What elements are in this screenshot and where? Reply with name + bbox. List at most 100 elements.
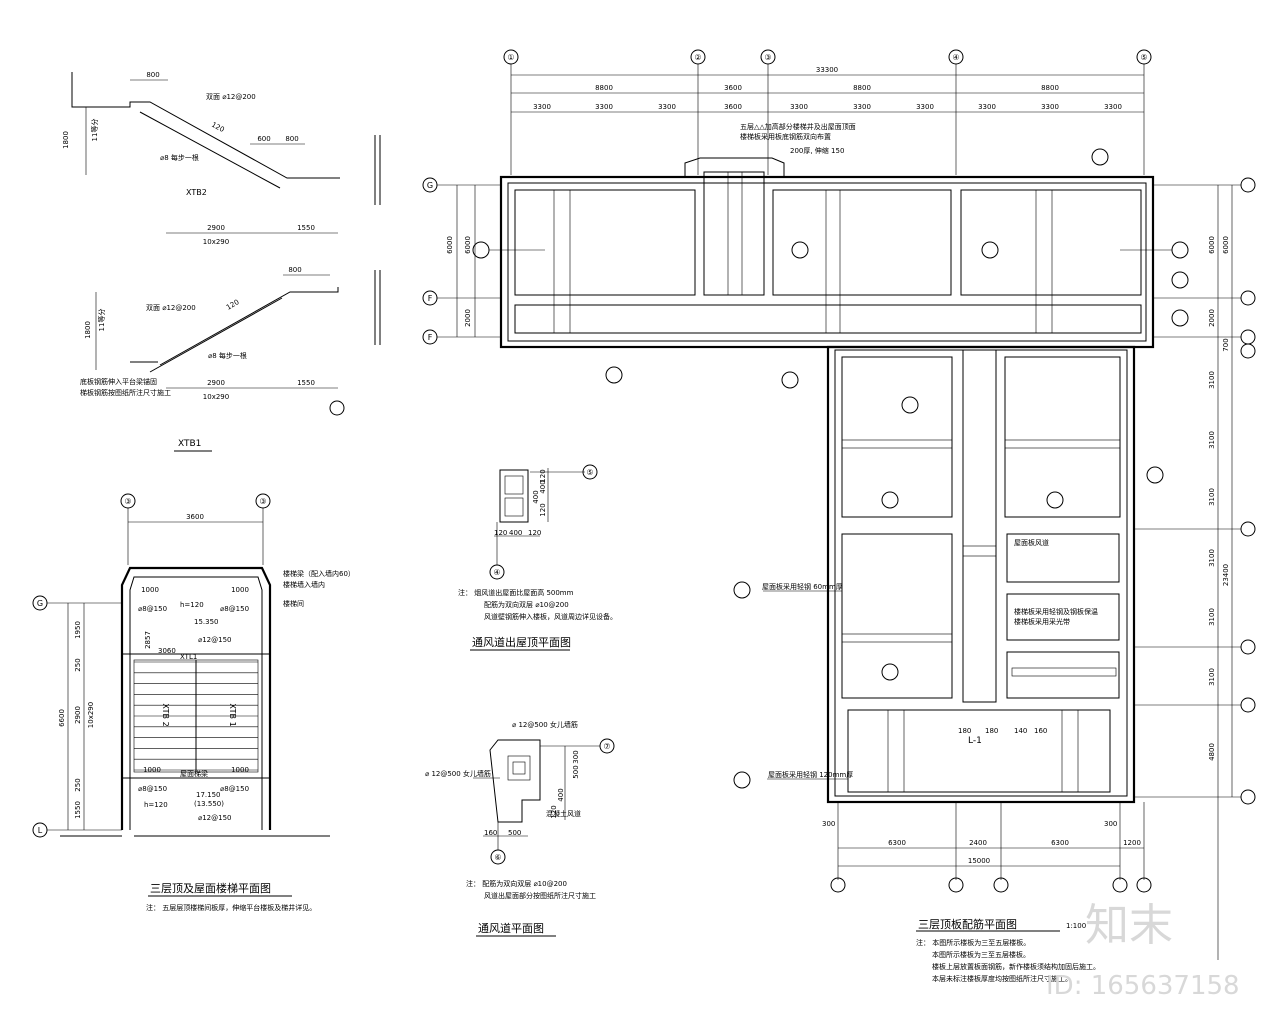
svg-text:楼梯梁（配入墙内60）: 楼梯梁（配入墙内60）	[283, 569, 355, 578]
svg-text:140: 140	[1014, 727, 1027, 735]
svg-text:XTL1: XTL1	[180, 653, 197, 661]
svg-text:3100: 3100	[1208, 431, 1216, 449]
upper-wing-outline	[499, 175, 1155, 349]
svg-text:11等分: 11等分	[90, 119, 99, 142]
svg-text:1000: 1000	[143, 766, 161, 774]
svg-text:800: 800	[146, 71, 159, 79]
svg-text:注： 五层层顶楼梯间板厚，伸缩平台楼板及梯井详见。: 注： 五层层顶楼梯间板厚，伸缩平台楼板及梯井详见。	[146, 903, 316, 912]
dim-sub: 3300	[1104, 103, 1122, 111]
svg-text:15000: 15000	[968, 857, 990, 865]
svg-text:120: 120	[225, 298, 241, 312]
svg-text:2900: 2900	[74, 706, 82, 724]
svg-text:160: 160	[484, 829, 497, 837]
stair-plan: ③ ③ 3600 G L 1000 1000 1000 1000 ⌀8@150 …	[32, 493, 355, 912]
svg-text:XTB 1: XTB 1	[228, 703, 237, 726]
svg-text:⌀8 每步一根: ⌀8 每步一根	[208, 351, 247, 360]
svg-text:1000: 1000	[231, 766, 249, 774]
svg-text:1950: 1950	[74, 621, 82, 639]
svg-text:⌀8 每步一根: ⌀8 每步一根	[160, 153, 199, 162]
svg-text:1000: 1000	[141, 586, 159, 594]
svg-text:6300: 6300	[888, 839, 906, 847]
svg-text:120: 120	[550, 805, 558, 818]
svg-text:楼板上层放置板面钢筋，新作楼板须结构加固后施工。: 楼板上层放置板面钢筋，新作楼板须结构加固后施工。	[932, 962, 1100, 971]
svg-text:F: F	[428, 333, 433, 342]
svg-text:楼梯板采用轻钢及钢板保温: 楼梯板采用轻钢及钢板保温	[1014, 607, 1098, 616]
svg-text:⌀8@150: ⌀8@150	[138, 785, 167, 793]
svg-text:楼梯墙入墙内: 楼梯墙入墙内	[283, 580, 325, 589]
svg-text:400: 400	[509, 529, 522, 537]
svg-text:23400: 23400	[1222, 564, 1230, 586]
svg-text:2400: 2400	[969, 839, 987, 847]
svg-text:250: 250	[74, 778, 82, 791]
dim-sub: 3300	[978, 103, 996, 111]
svg-text:⌀ 12@500 女儿墙筋: ⌀ 12@500 女儿墙筋	[425, 769, 491, 778]
svg-text:风道壁钢筋伸入楼板，风道周边详见设备。: 风道壁钢筋伸入楼板，风道周边详见设备。	[484, 612, 617, 621]
svg-text:注： 配筋为双向双层 ⌀10@200: 注： 配筋为双向双层 ⌀10@200	[466, 879, 567, 888]
svg-text:③: ③	[124, 497, 131, 506]
svg-text:⌀12@150: ⌀12@150	[198, 814, 231, 822]
svg-text:F: F	[428, 294, 433, 303]
svg-text:楼梯间: 楼梯间	[283, 599, 304, 608]
axis-label: ①	[507, 53, 514, 62]
stair-sections: 800 双面 ⌀12@200 ⌀8 每步一根 120 600 800 1800 …	[62, 71, 381, 452]
svg-text:700: 700	[1222, 338, 1230, 351]
beam-label: L-1	[968, 736, 982, 746]
svg-text:⌀8@150: ⌀8@150	[138, 605, 167, 613]
svg-text:⌀8@150: ⌀8@150	[220, 605, 249, 613]
svg-text:本图所示楼板为三至五层楼板。: 本图所示楼板为三至五层楼板。	[932, 950, 1030, 959]
svg-text:h=120: h=120	[144, 801, 168, 809]
dim-total: 33300	[816, 66, 838, 74]
svg-text:③: ③	[259, 497, 266, 506]
svg-text:3100: 3100	[1208, 488, 1216, 506]
svg-text:2900: 2900	[207, 224, 225, 232]
dim-sub: 3300	[790, 103, 808, 111]
svg-text:⌀8@150: ⌀8@150	[220, 785, 249, 793]
svg-text:④: ④	[493, 568, 500, 577]
svg-text:400: 400	[532, 490, 540, 503]
dim-sub: 3300	[1041, 103, 1059, 111]
shaft-title: 通风道出屋顶平面图	[472, 635, 571, 649]
svg-text:G: G	[37, 599, 43, 608]
plan-title: 三层顶板配筋平面图	[918, 917, 1017, 931]
svg-text:1550: 1550	[297, 379, 315, 387]
svg-text:XTB 2: XTB 2	[161, 703, 170, 726]
svg-text:4800: 4800	[1208, 743, 1216, 761]
svg-text:2000: 2000	[1208, 309, 1216, 327]
axis-label: ③	[764, 53, 771, 62]
svg-text:注： 烟风道出屋面比屋面高 500mm: 注： 烟风道出屋面比屋面高 500mm	[458, 588, 574, 597]
svg-text:⌀ 12@500 女儿墙筋: ⌀ 12@500 女儿墙筋	[512, 720, 578, 729]
svg-text:本层未标注楼板厚度均按图纸所注尺寸施工。: 本层未标注楼板厚度均按图纸所注尺寸施工。	[932, 974, 1072, 983]
note-top: 五层△△加高部分楼梯井及出屋面顶面	[740, 122, 856, 131]
svg-text:梯板钢筋按图纸所注尺寸施工: 梯板钢筋按图纸所注尺寸施工	[80, 388, 171, 397]
svg-text:双面 ⌀12@200: 双面 ⌀12@200	[206, 93, 256, 101]
svg-text:1000: 1000	[231, 586, 249, 594]
svg-text:底板钢筋伸入平台梁锚固: 底板钢筋伸入平台梁锚固	[80, 377, 157, 386]
svg-text:3600: 3600	[186, 513, 204, 521]
dim-mid: 8800	[595, 84, 613, 92]
dim-sub: 3300	[533, 103, 551, 111]
svg-text:6000: 6000	[464, 236, 472, 254]
main-plan: ① ② ③ ④ ⑤ 33300 8800 3600 8800 8800 3300…	[422, 49, 1256, 983]
lower-wing-outline	[826, 345, 1136, 804]
svg-text:XTB2: XTB2	[186, 188, 207, 197]
dim-mid: 8800	[853, 84, 871, 92]
axis-label: ⑤	[1140, 53, 1147, 62]
stair-plan-title: 三层顶及屋面楼梯平面图	[150, 881, 271, 895]
svg-text:屋面板采用轻钢 120mm厚: 屋面板采用轻钢 120mm厚	[768, 770, 853, 779]
svg-text:1800: 1800	[84, 321, 92, 339]
svg-text:2857: 2857	[144, 631, 152, 649]
svg-text:6000: 6000	[446, 236, 454, 254]
svg-text:600: 600	[257, 135, 270, 143]
svg-text:L: L	[38, 826, 43, 835]
svg-text:500: 500	[508, 829, 521, 837]
svg-text:1200: 1200	[1123, 839, 1141, 847]
svg-text:屋面板风道: 屋面板风道	[1014, 538, 1049, 547]
svg-text:6000: 6000	[1208, 236, 1216, 254]
svg-text:160: 160	[1034, 727, 1047, 735]
svg-text:3100: 3100	[1208, 549, 1216, 567]
svg-text:250: 250	[74, 658, 82, 671]
svg-text:120: 120	[528, 529, 541, 537]
dim-mid: 8800	[1041, 84, 1059, 92]
note-top-2: 楼梯板采用板底钢筋双向布置	[740, 132, 831, 141]
